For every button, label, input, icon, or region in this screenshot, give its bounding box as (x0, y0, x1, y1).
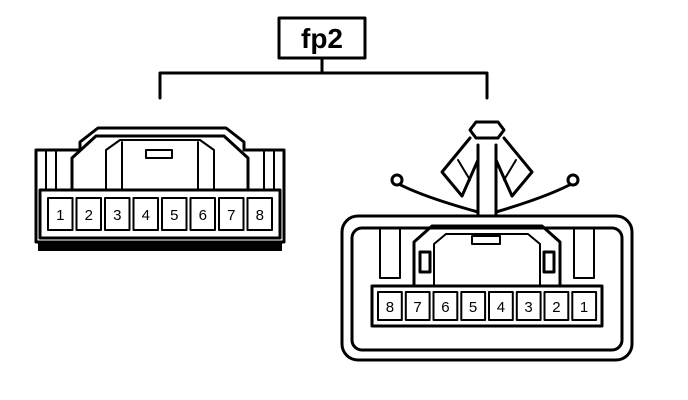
left-pin-label: 8 (256, 207, 264, 224)
left-side-tab-left (45, 149, 57, 191)
right-pin-cell (543, 291, 570, 321)
right-latch (412, 224, 562, 288)
left-pin-label: 6 (199, 207, 207, 224)
left-latch-inner (105, 139, 215, 191)
left-lock-tab (145, 149, 173, 159)
right-latch-slot-left (418, 250, 432, 274)
left-pin-cell (189, 197, 216, 231)
left-pin-cell (246, 197, 273, 231)
right-pin-label: 8 (386, 299, 394, 316)
right-pin-label: 7 (413, 299, 421, 316)
right-clip-wing-right (494, 136, 534, 198)
right-inner-columns (379, 227, 595, 279)
left-pin-cell (47, 197, 74, 231)
right-clip-wing-right-inner (503, 159, 517, 181)
right-pin-cell (460, 291, 487, 321)
right-housing-outer (340, 214, 634, 362)
connector-right: 8 7 6 5 4 3 2 1 (340, 120, 634, 362)
right-clip-wing-left-inner (457, 159, 471, 181)
left-pin-label: 1 (56, 207, 64, 224)
title-label: fp2 (277, 16, 367, 60)
right-latch-inner (433, 233, 541, 287)
right-pin-label: 3 (524, 299, 532, 316)
right-pin-cell (432, 291, 459, 321)
left-pin-cell (218, 197, 245, 231)
right-pin-cell (571, 291, 598, 321)
left-body-outline (34, 126, 286, 244)
right-latch-slot-right (542, 250, 556, 274)
right-pin-label: 6 (441, 299, 449, 316)
right-pin-cell (515, 291, 542, 321)
right-lock-tab (471, 235, 501, 245)
left-pin-cell (161, 197, 188, 231)
right-clip-head (468, 120, 506, 140)
left-pin-cells: 1 2 3 4 5 6 7 8 (47, 197, 273, 231)
title-bracket (158, 56, 489, 100)
right-pin-label: 1 (580, 299, 588, 316)
left-pin-label: 7 (227, 207, 235, 224)
right-pin-cell (404, 291, 431, 321)
right-clip-stem (476, 143, 498, 217)
right-pin-label: 2 (552, 299, 560, 316)
title-text: fp2 (301, 23, 343, 54)
right-housing-inner (350, 226, 624, 352)
left-pin-strip (38, 188, 282, 240)
right-pin-label: 5 (469, 299, 477, 316)
right-arm-right-end (566, 173, 580, 187)
left-pin-label: 3 (113, 207, 121, 224)
left-pin-label: 5 (170, 207, 178, 224)
left-bottom-rail (38, 243, 282, 251)
right-arm-left-end (390, 173, 404, 187)
left-pin-cell (132, 197, 159, 231)
right-pin-cells: 8 7 6 5 4 3 2 1 (377, 291, 598, 321)
right-clip-wing-left (440, 136, 480, 198)
right-pin-cell (488, 291, 514, 321)
left-pin-cell (75, 197, 102, 231)
left-pin-cell (104, 197, 131, 231)
left-latch-window (121, 141, 199, 191)
left-pin-label: 2 (85, 207, 93, 224)
connector-left: 1 2 3 4 5 6 7 8 (34, 126, 286, 251)
left-side-tab-right (263, 149, 275, 191)
right-pin-strip (370, 284, 604, 328)
left-pin-label: 4 (142, 207, 150, 224)
left-latch (70, 134, 250, 192)
right-pin-cell (377, 291, 403, 321)
right-pin-label: 4 (497, 299, 505, 316)
